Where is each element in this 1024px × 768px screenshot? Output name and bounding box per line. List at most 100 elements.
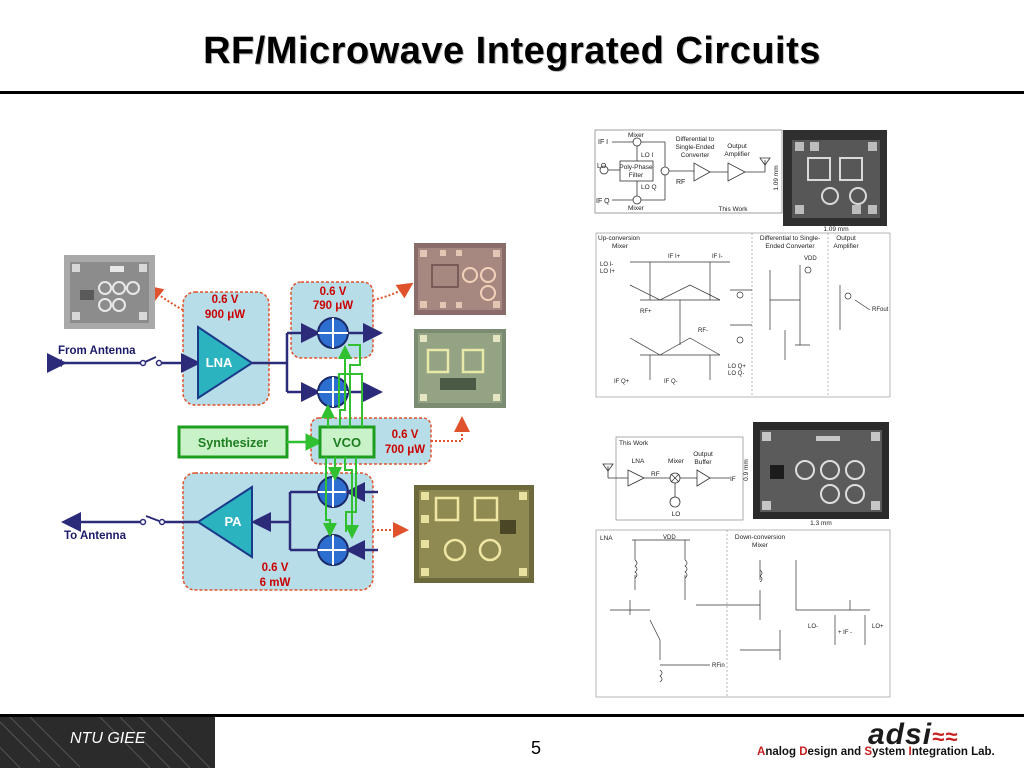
downconv-label-2: Mixer	[752, 542, 769, 549]
downconv-label-1: Down-conversion	[735, 534, 786, 541]
mid-rf-minus: RF-	[698, 328, 708, 334]
lab-word-s: ystem	[872, 746, 909, 758]
lab-initial-s: S	[864, 746, 873, 758]
lo-distribution-lines	[321, 344, 363, 539]
vco-chip-photo	[414, 329, 506, 408]
mixer-voltage: 0.6 V	[320, 286, 347, 298]
rx-mixer-label: Mixer	[668, 458, 685, 465]
bottom-lo-minus: LO-	[808, 624, 818, 630]
tx-rf-label: RF	[676, 179, 685, 186]
pa-chip-photo	[414, 485, 534, 583]
lna-voltage: 0.6 V	[212, 294, 239, 306]
mid-diff-label-2: Ended Converter	[765, 243, 815, 250]
mid-rfout-label: RFout	[872, 307, 889, 313]
tx-diff-label-1: Differential to	[676, 136, 715, 143]
tx-mixer-top-label: Mixer	[628, 132, 645, 139]
mid-if-q-plus: IF Q+	[614, 379, 630, 385]
adsi-logo-mark-icon: ≈≈	[932, 724, 959, 749]
rx-rf-label: RF	[651, 471, 660, 478]
lna-power: 900 μW	[205, 309, 245, 321]
mid-out-label-1: Output	[836, 235, 856, 242]
mid-lo-i-plus: LO I+	[600, 269, 615, 275]
mid-if-i-plus: IF I+	[668, 254, 681, 260]
footer-left-banner	[0, 717, 215, 768]
tx-out-amp-label-2: Amplifier	[724, 151, 750, 158]
lab-word-a: nalog	[765, 746, 800, 758]
footer-pattern-icon	[0, 717, 211, 768]
lab-name: Analog Design and System Integration Lab…	[757, 746, 995, 758]
tx-this-work-label: This Work	[718, 206, 748, 213]
mid-diff-label-1: Differential to Single-	[760, 235, 820, 242]
tx-lo-q-label: LO Q	[641, 184, 657, 191]
transceiver-block-diagram: LNA	[47, 281, 470, 591]
from-antenna-label: From Antenna	[58, 345, 136, 357]
pa-power: 6 mW	[260, 577, 291, 589]
tx-diff-label-2: Single-Ended	[675, 144, 714, 151]
rx-die-width: 1.3 mm	[810, 520, 832, 527]
tx-mixer-bottom-label: Mixer	[628, 205, 645, 212]
mid-vdd-label: VDD	[804, 256, 817, 262]
pa-label: PA	[224, 514, 242, 529]
rx-if-label: IF	[730, 476, 736, 483]
lab-initial-i: I	[908, 746, 912, 758]
footer-divider	[0, 714, 1024, 717]
pa-amplifier-icon	[196, 485, 253, 559]
bottom-vdd-label: VDD	[663, 535, 676, 541]
upconv-label-1: Up-conversion	[598, 235, 640, 242]
rx-outbuf-label-2: Buffer	[694, 459, 712, 466]
rx-transistor-schematic: LNA Down-conversion Mixer VDD LO- LO+ + …	[595, 529, 891, 698]
tx-if-i-label: IF I	[598, 139, 608, 146]
rx-mixer-i-icon	[317, 317, 349, 349]
synthesizer-label: Synthesizer	[198, 436, 268, 450]
vco-power: 700 μW	[385, 444, 425, 456]
title-divider	[0, 91, 1024, 94]
tx-die-height: 1.09 mm	[773, 165, 780, 190]
lna-amplifier-icon	[197, 325, 254, 400]
rx-lo-label: LO	[672, 511, 681, 518]
tx-transistor-schematic: Up-conversion Mixer Differential to Sing…	[595, 232, 891, 398]
adsi-logo: adsi≈≈	[868, 718, 958, 752]
bottom-if-label: + IF -	[838, 630, 852, 636]
lab-initial-d: D	[799, 746, 808, 758]
tx-out-amp-label-1: Output	[727, 143, 747, 150]
tx-lo-i-label: LO I	[641, 152, 653, 159]
filter-label: Filter	[629, 172, 644, 179]
tx-diff-label-3: Converter	[681, 152, 710, 159]
mid-lo-i-minus: LO I-	[600, 262, 613, 268]
mid-lo-q-plus: LO Q+	[728, 364, 746, 370]
bottom-lo-plus: LO+	[872, 624, 884, 630]
mid-rf-plus: RF+	[640, 309, 652, 315]
lab-initial-a: A	[757, 746, 766, 758]
to-antenna-label: To Antenna	[64, 530, 127, 542]
lab-word-d: esign and	[807, 746, 865, 758]
lna-label: LNA	[206, 355, 233, 370]
pa-voltage: 0.6 V	[262, 562, 289, 574]
mixer-power: 790 μW	[313, 300, 353, 312]
rx-outbuf-label-1: Output	[693, 451, 713, 458]
tx-if-q-label: IF Q	[596, 198, 610, 205]
footer-org-label: NTU GIEE	[70, 730, 146, 747]
rx-lna-label: LNA	[632, 458, 645, 465]
rx-architecture-schematic: This Work LNA Mixer Output Buffer RF LO …	[602, 422, 889, 527]
tx-architecture-schematic: IF I LO IF Q Mixer Mixer Poly-Phase Filt…	[594, 129, 887, 233]
page-title: RF/Microwave Integrated Circuits	[203, 30, 821, 72]
lna-chip-photo	[64, 255, 155, 329]
page-number: 5	[530, 738, 541, 758]
vco-label: VCO	[333, 435, 361, 450]
bottom-rfin-label: RFin	[712, 663, 725, 669]
rx-die-height: 0.9 mm	[743, 459, 750, 481]
vco-voltage: 0.6 V	[392, 429, 419, 441]
tx-mixer-i-icon	[317, 476, 349, 508]
vco-box	[318, 425, 376, 459]
mid-lo-q-minus: LO Q-	[728, 371, 744, 377]
mid-if-q-minus: IF Q-	[664, 379, 678, 385]
mid-if-i-minus: IF I-	[712, 254, 723, 260]
mid-out-label-2: Amplifier	[833, 243, 859, 250]
rx-this-work-label: This Work	[619, 440, 649, 447]
adsi-logo-text: adsi	[868, 718, 933, 751]
tx-die-width: 1.09 mm	[823, 226, 848, 233]
lab-word-i: ntegration Lab.	[911, 746, 995, 758]
bottom-lna-label: LNA	[600, 535, 613, 542]
upconv-label-2: Mixer	[612, 243, 629, 250]
